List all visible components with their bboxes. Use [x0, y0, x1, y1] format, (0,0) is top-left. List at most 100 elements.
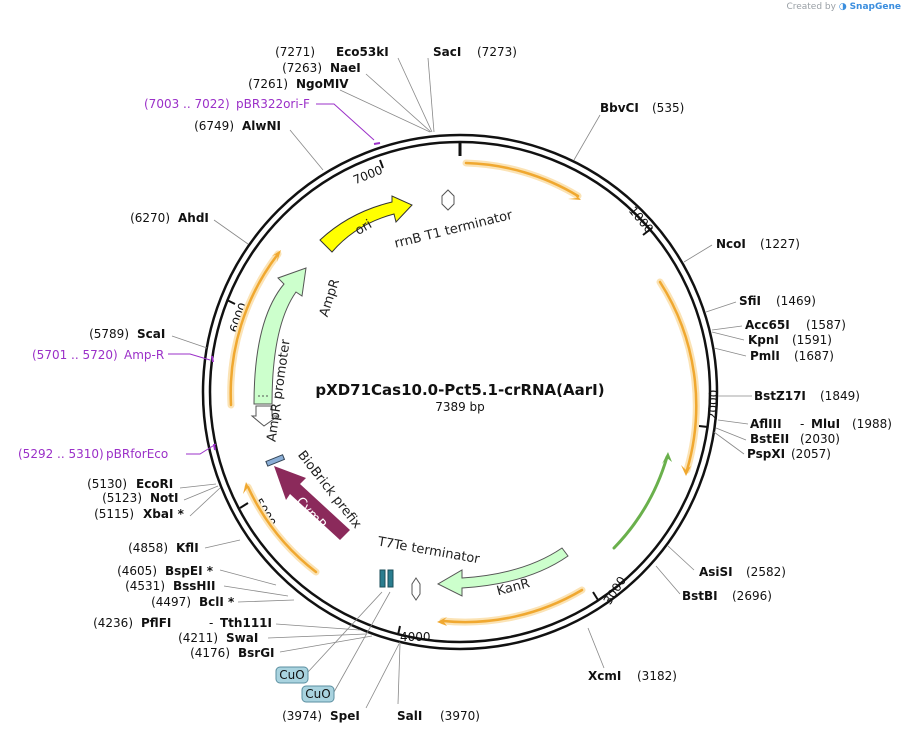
leader-acc65i	[711, 325, 743, 331]
site-pos-pmli: (1687)	[794, 349, 834, 363]
site-pos-sali: (3970)	[440, 709, 480, 723]
orf-arc-left	[229, 252, 280, 407]
plasmid-length: 7389 bp	[435, 400, 485, 414]
tick-label-4000: 4000	[400, 630, 431, 644]
ampr-feature	[253, 267, 307, 405]
t7te-box-1	[379, 569, 386, 588]
ampr-promoter-feature	[250, 405, 280, 427]
site-name-spei: SpeI	[330, 709, 360, 723]
tick-marks	[226, 159, 709, 636]
site-pos-asisi: (2582)	[746, 565, 786, 579]
site-name-sali: SalI	[397, 709, 422, 723]
site-name-bsteii: BstEII	[750, 432, 789, 446]
site-name-pspxi: PspXI	[747, 447, 785, 461]
site-pos-bstz17i: (1849)	[820, 389, 860, 403]
leader-scai	[171, 335, 208, 349]
cuo-label-2: CuO	[305, 687, 330, 701]
primer-leader-ampr	[168, 353, 211, 361]
t7te-box-2	[387, 569, 394, 588]
leader-bcli	[237, 599, 295, 603]
site-name-bstbi: BstBI	[682, 589, 718, 603]
leader-sfii	[705, 301, 737, 313]
site-name-swai: SwaI	[226, 631, 258, 645]
leader-cuo1	[307, 591, 383, 673]
primer-range-pbrforeco: (5292 .. 5310)	[18, 447, 104, 461]
site-name-ahdi: AhdI	[178, 211, 209, 225]
cuo-box-1	[275, 666, 309, 684]
tick-1000	[642, 227, 653, 236]
orf-arrowhead-bottom	[437, 617, 447, 626]
leader-ncoi	[683, 244, 713, 263]
leader-kpni	[711, 331, 745, 341]
orf-arc-top-halo	[462, 159, 582, 200]
site-name-kpni: KpnI	[748, 333, 779, 347]
ori-label: ori	[353, 217, 375, 238]
kanr-feature	[436, 547, 569, 597]
orf-arc-bottom	[441, 588, 584, 624]
site-pos-ahdi: (6270)	[130, 211, 170, 225]
leader-kfli	[204, 539, 241, 549]
primer-range-pbr322: (7003 .. 7022)	[144, 97, 230, 111]
site-name-bcli: BclI *	[199, 595, 235, 609]
tick-3000	[592, 591, 599, 601]
leader-xcmi	[587, 627, 605, 669]
cuo-box-2	[301, 685, 335, 703]
snapgene-logo-icon: ◑	[838, 2, 847, 12]
site-name-scai: ScaI	[137, 327, 165, 341]
site-name-saci: SacI	[433, 45, 461, 59]
plasmid-name: pXD71Cas10.0-Pct5.1-crRNA(AarI)	[315, 381, 604, 399]
site-name-noti: NotI	[150, 491, 179, 505]
site-name-kfli: KflI	[176, 541, 199, 555]
leader-cuo2	[333, 591, 391, 693]
snapgene-credit: Created by ◑ SnapGene	[786, 2, 901, 12]
leader-bbvci	[573, 114, 601, 161]
site-pos-xcmi: (3182)	[637, 669, 677, 683]
site-pos-bcli: (4497)	[151, 595, 191, 609]
site-name-acc65i: Acc65I	[745, 318, 790, 332]
leader-spei	[365, 641, 401, 709]
site-name-pflfi: PflFI	[141, 616, 171, 630]
site-name-bbvci: BbvCI	[600, 101, 639, 115]
tick-label-2000: 2000	[706, 390, 721, 421]
site-pos-ncoi: (1227)	[760, 237, 800, 251]
credit-prefix: Created by	[786, 2, 836, 12]
site-pos-sfii: (1469)	[776, 294, 816, 308]
site-pos-bspei: (4605)	[117, 564, 157, 578]
site-pos-bsshii: (4531)	[125, 579, 165, 593]
leader-afliii	[717, 419, 749, 425]
site-name-ecori: EcoRI	[136, 477, 173, 491]
leader-saci	[427, 57, 435, 133]
orf-arrowhead-green	[662, 452, 672, 464]
tick-4000	[397, 625, 401, 636]
site-pos-ecori: (5130)	[87, 477, 127, 491]
afliii-mlu-dash: -	[800, 417, 804, 431]
rrnb-label: rrnB T1 terminator	[393, 208, 515, 252]
leader-xbai	[189, 487, 221, 517]
site-pos-spei: (3974)	[282, 709, 322, 723]
site-name-bstz17i: BstZ17I	[754, 389, 806, 403]
leader-swai	[267, 633, 367, 639]
site-pos-bsteii: (2030)	[800, 432, 840, 446]
site-pos-xbai: (5115)	[94, 507, 134, 521]
primer-leader-pbr322	[316, 103, 375, 141]
site-pos-alwni: (6749)	[194, 119, 234, 133]
site-name-xcmi: XcmI	[588, 669, 621, 683]
site-pos-pspxi: (2057)	[791, 447, 831, 461]
tick-label-7000: 7000	[351, 163, 385, 187]
orf-arc-leftbottom	[246, 485, 318, 574]
site-pos-kfli: (4858)	[128, 541, 168, 555]
site-pos-kpni: (1591)	[792, 333, 832, 347]
leader-noti	[183, 485, 219, 501]
pflfi-tth-dash: -	[209, 616, 213, 630]
biobrick-feature	[265, 454, 286, 467]
backbone-outer	[201, 133, 719, 651]
tick-5000	[239, 502, 249, 509]
orf-arrowhead-top	[568, 191, 581, 200]
ori-feature	[319, 195, 413, 253]
cymr-feature	[274, 466, 350, 540]
credit-brand: SnapGene	[849, 2, 901, 12]
primer-name-ampr: Amp-R	[124, 348, 164, 362]
tick-7000	[379, 159, 384, 169]
leader-bsshii	[223, 585, 289, 597]
